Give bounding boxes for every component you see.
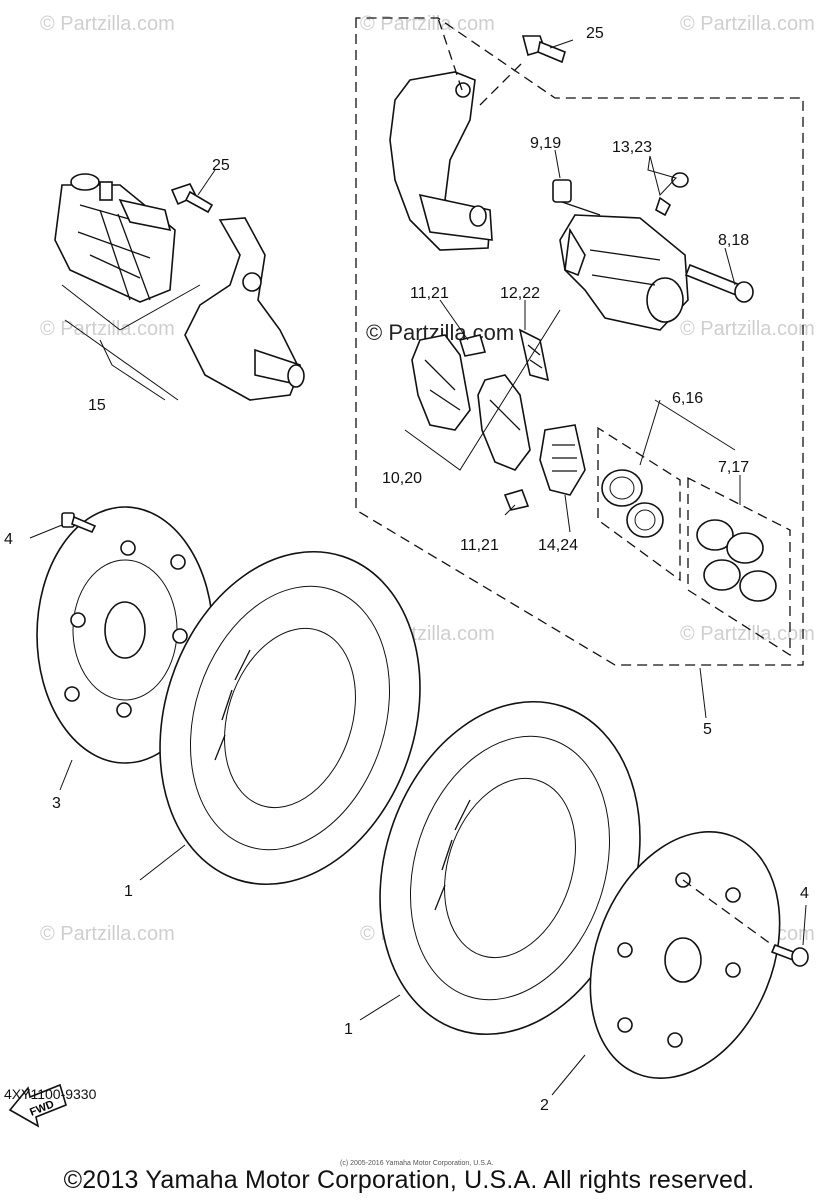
bolt-4-left — [61, 512, 97, 534]
seal-set — [696, 519, 777, 602]
label-1-lower: 1 — [344, 1021, 353, 1038]
caliper-bracket-right — [389, 71, 493, 251]
label-25-right: 25 — [586, 25, 604, 42]
leader-15 — [61, 284, 201, 401]
bolt-4-right — [682, 879, 809, 967]
guide-bolt — [479, 59, 526, 106]
label-5: 5 — [703, 721, 712, 738]
label-2: 2 — [540, 1097, 549, 1114]
label-11-21-lower: 11,21 — [460, 537, 499, 554]
label-8-18: 8,18 — [718, 232, 749, 249]
brake-pad-inner — [477, 374, 531, 471]
watermark: © Partzilla.com — [40, 13, 175, 35]
label-14-24: 14,24 — [538, 537, 578, 554]
caliper-assembly-boundary — [355, 17, 804, 666]
part-labels: 25 25 9,19 13,23 8,18 11,21 12,22 6,16 1… — [4, 25, 809, 1114]
leader-15b — [64, 319, 179, 401]
pad-clip-lower — [503, 489, 530, 511]
label-10-20: 10,20 — [382, 470, 422, 487]
pad-shim — [539, 424, 586, 496]
piston-set — [601, 469, 664, 538]
watermark: © Partzilla.com — [680, 13, 815, 35]
guide-25 — [437, 17, 463, 91]
pad-clip-upper — [458, 334, 487, 357]
brake-pad-outer — [411, 334, 471, 431]
watermark: © Partzilla.com — [360, 13, 495, 35]
label-3: 3 — [52, 795, 61, 812]
caliper-bracket-left — [184, 217, 305, 401]
diagram-code: 4XY1100-9330 — [4, 1086, 97, 1102]
label-4-right: 4 — [800, 885, 809, 902]
watermark: © Partzilla.com — [40, 318, 175, 340]
pad-spring — [518, 328, 550, 382]
caliper-body-right — [559, 214, 689, 331]
label-11-21-upper: 11,21 — [410, 285, 449, 302]
label-15: 15 — [88, 397, 106, 414]
leader-lines — [29, 39, 807, 1096]
label-6-16: 6,16 — [672, 390, 703, 407]
pin-bolt — [684, 263, 754, 303]
hub-flange-right — [589, 831, 781, 1079]
piston-kit-boundary — [687, 476, 791, 657]
fine-print: (c) 2005-2016 Yamaha Motor Corporation, … — [340, 1160, 494, 1167]
brake-disc-upper — [159, 550, 421, 886]
label-4-left: 4 — [4, 531, 13, 548]
watermark: © Partzilla.com — [680, 623, 815, 645]
bleed-cap — [655, 172, 689, 217]
label-25-left: 25 — [212, 157, 230, 174]
bolt-25-left — [170, 183, 214, 214]
label-13-23: 13,23 — [612, 139, 652, 156]
bleed-screw — [552, 179, 601, 216]
label-12-22: 12,22 — [500, 285, 540, 302]
seal-kit-boundary — [597, 426, 681, 582]
copyright-notice: ©2013 Yamaha Motor Corporation, U.S.A. A… — [63, 1166, 755, 1194]
caliper-left — [54, 173, 176, 303]
label-9-19: 9,19 — [530, 135, 561, 152]
watermark: © Partzilla.com — [680, 318, 815, 340]
label-7-17: 7,17 — [718, 459, 749, 476]
fwd-arrow-icon: FWD — [8, 1083, 67, 1128]
bolt-25-right — [521, 35, 566, 64]
label-1-upper: 1 — [124, 883, 133, 900]
watermark: © Partzilla.com — [40, 923, 175, 945]
